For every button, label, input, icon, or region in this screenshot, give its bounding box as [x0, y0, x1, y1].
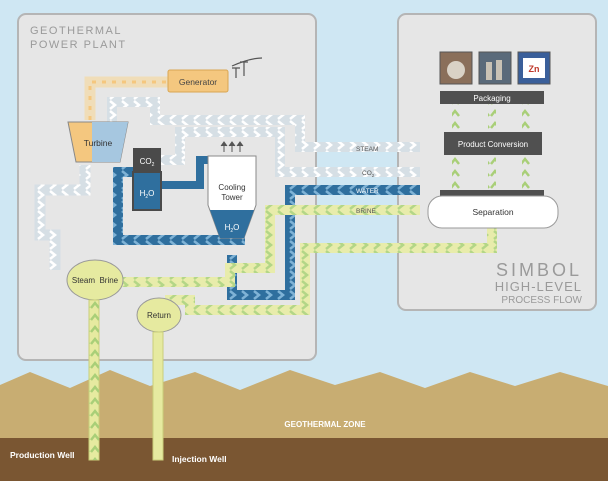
steam-pipe-arrows [107, 97, 420, 152]
process-flow-panel [397, 13, 597, 311]
h2o-box [132, 171, 162, 211]
plant-title-line2: POWER PLANT [30, 39, 127, 51]
simbol-subtitle-1: HIGH-LEVEL [495, 279, 582, 294]
turbine-label: Turbine [84, 138, 113, 148]
steam-brine-label: Steam Brine [72, 276, 119, 285]
geothermal-zone-label: GEOTHERMAL ZONE [284, 420, 366, 429]
flow-label-co2: CO2 [362, 170, 375, 178]
generator-pipe-arrows [88, 80, 170, 120]
plant-title-line1: GEOTHERMAL [30, 25, 122, 37]
packaging-box [440, 91, 544, 104]
separation-box [427, 195, 559, 229]
generator-label: Generator [179, 77, 217, 87]
production-well-label: Production Well [10, 450, 75, 460]
production-well-arrows [89, 300, 99, 460]
separation-label: Separation [472, 207, 513, 217]
brine-pipe-arrows [120, 205, 420, 287]
simbol-title: SIMBOL [496, 260, 582, 280]
injection-well-pipe [152, 331, 164, 461]
power-line-icon [231, 57, 263, 78]
simbol-subtitle-2: PROCESS FLOW [501, 295, 582, 306]
tower-h2o-label: H2O [225, 223, 240, 234]
battery-icon [447, 61, 465, 79]
product-conversion-box [444, 132, 542, 155]
factory-icon [486, 62, 492, 80]
co2-box [133, 148, 161, 172]
steam-supply-pipe-arrows [34, 165, 91, 270]
turbine-shade [92, 122, 128, 162]
flow-label-steam: STEAM [356, 146, 378, 153]
soil-layer [0, 438, 608, 481]
zinc-label: Zn [529, 64, 540, 74]
generator-box [167, 69, 229, 93]
packaging-label: Packaging [473, 94, 510, 103]
cooling-tower-label-2: Tower [221, 193, 243, 202]
co2-pipe-arrows [160, 127, 420, 177]
vapor-arrows-icon [220, 141, 244, 152]
co2-box-label: CO2 [140, 157, 155, 168]
flow-label-water: WATER [356, 188, 379, 195]
h2o-box-label: H2O [140, 189, 155, 200]
thumbnail-factory [478, 51, 512, 85]
cooling-tower-water [210, 210, 254, 238]
tower-feed-pipe [160, 156, 210, 189]
flow-label-brine: BRINE [356, 208, 377, 215]
injection-well-label: Injection Well [172, 454, 227, 464]
return-pipe-arrows [165, 228, 497, 315]
process-arrows [452, 104, 530, 191]
return-label: Return [147, 311, 171, 320]
cooling-tower-label-1: Cooling [218, 183, 245, 192]
product-conversion-label: Product Conversion [458, 140, 528, 149]
